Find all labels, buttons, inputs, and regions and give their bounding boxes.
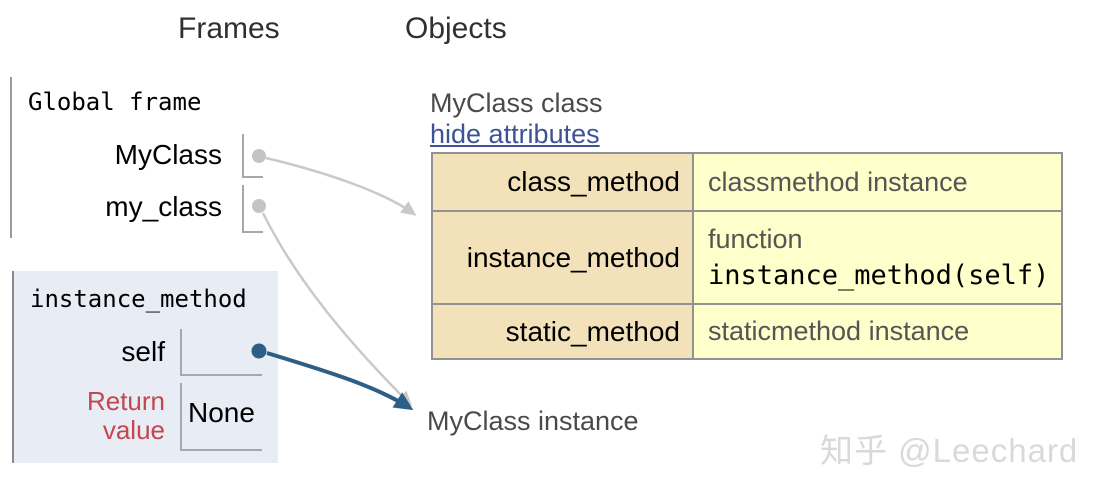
watermark-text: 知乎 @Leechard xyxy=(820,432,1079,469)
variable-label-self: self xyxy=(121,336,165,367)
attribute-value-label: staticmethod instance xyxy=(708,316,970,346)
attribute-name-cell: instance_method xyxy=(431,210,694,305)
pointer-arrow-my_class-to-instance xyxy=(261,212,413,407)
pointer-dot-my_class xyxy=(252,199,266,213)
global-frame-left-border xyxy=(10,77,12,238)
attribute-value-cell: staticmethod instance xyxy=(692,303,1063,360)
objects-column-header: Objects xyxy=(405,12,507,45)
hide-attributes-link[interactable]: hide attributes xyxy=(430,119,600,149)
class-object-title: MyClass class xyxy=(430,88,603,118)
attribute-value-cell: function instance_method(self) xyxy=(692,210,1063,305)
pointer-arrow-self-to-instance xyxy=(266,351,414,411)
attribute-value-cell: classmethod instance xyxy=(692,152,1063,212)
variable-label-myclass: MyClass xyxy=(114,139,222,170)
table-row: static_method staticmethod instance xyxy=(431,303,1063,360)
table-row: instance_method function instance_method… xyxy=(431,210,1063,305)
return-label-line1: Return xyxy=(86,386,165,416)
attribute-value-label: classmethod instance xyxy=(708,166,968,197)
pointer-arrow-myclass-to-class xyxy=(265,156,417,216)
pointer-dot-myclass xyxy=(252,149,266,163)
frames-column-header: Frames xyxy=(178,12,280,45)
global-frame-title: Global frame xyxy=(28,88,202,116)
attribute-value-label: function xyxy=(708,224,803,254)
attribute-name-cell: class_method xyxy=(431,152,694,212)
attribute-name-cell: static_method xyxy=(431,303,694,360)
class-attributes-table: class_method classmethod instance instan… xyxy=(431,152,1063,360)
function-frame-title: instance_method xyxy=(30,285,247,313)
value-cell-connector-my_class xyxy=(242,185,263,233)
instance-object-label: MyClass instance xyxy=(427,406,639,436)
return-label-line2: value xyxy=(102,415,165,445)
return-value-label: Return value xyxy=(40,387,165,445)
table-row: class_method classmethod instance xyxy=(431,152,1063,212)
variable-label-my_class: my_class xyxy=(105,191,222,222)
attribute-value-code: instance_method(self) xyxy=(708,260,1050,291)
value-cell-connector-myclass xyxy=(242,134,263,178)
return-value-none: None xyxy=(188,397,255,428)
